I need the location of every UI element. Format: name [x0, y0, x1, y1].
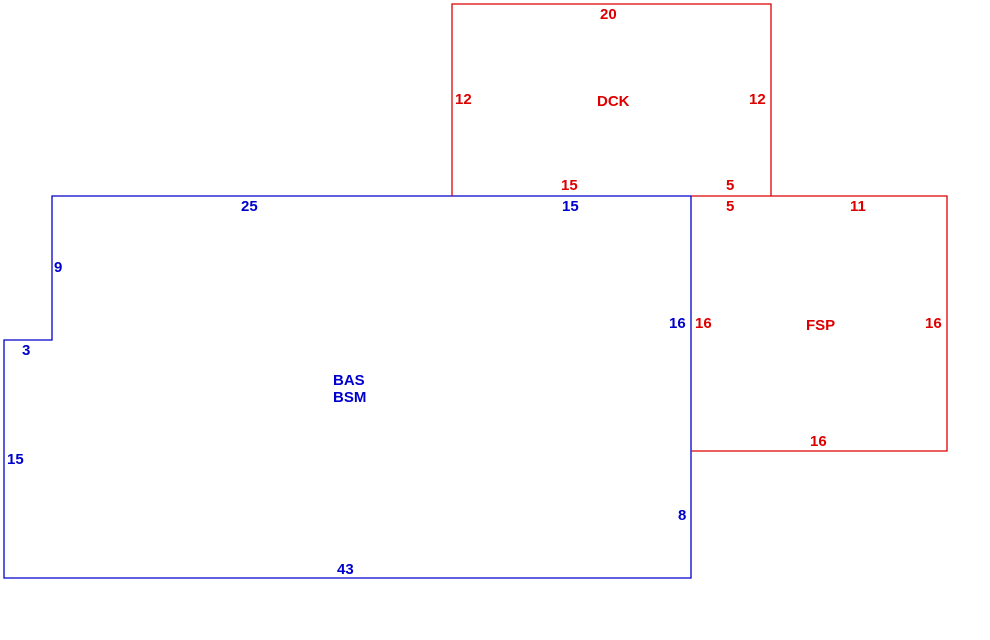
dim-fsp-left: 16: [695, 315, 712, 332]
dim-fsp-top-left: 5: [726, 198, 734, 215]
dim-bas-top-right: 15: [562, 198, 579, 215]
dim-fsp-bottom: 16: [810, 433, 827, 450]
bas-area-code: BAS: [333, 372, 365, 389]
bsm-area-code: BSM: [333, 389, 366, 406]
dim-dck-bottom-left: 15: [561, 177, 578, 194]
dim-fsp-top-right: 11: [850, 198, 866, 215]
dck-outline: [451, 3, 772, 196]
dim-bas-bottom: 43: [337, 561, 354, 578]
dim-bas-left: 15: [7, 451, 24, 468]
dim-bas-top-left: 25: [241, 198, 258, 215]
dim-dck-bottom-right: 5: [726, 177, 734, 194]
dim-dck-top: 20: [600, 6, 617, 23]
dim-bas-notch-vertical: 9: [54, 259, 62, 276]
dim-bas-notch-horizontal: 3: [22, 342, 30, 359]
dim-bas-right-lower: 8: [678, 507, 686, 524]
dim-dck-right: 12: [749, 91, 766, 108]
fsp-outline: [691, 195, 948, 452]
fsp-area-code: FSP: [806, 317, 835, 334]
dck-area-code: DCK: [597, 93, 630, 110]
dim-bas-right-upper: 16: [669, 315, 686, 332]
dim-fsp-right: 16: [925, 315, 942, 332]
dim-dck-left: 12: [455, 91, 472, 108]
